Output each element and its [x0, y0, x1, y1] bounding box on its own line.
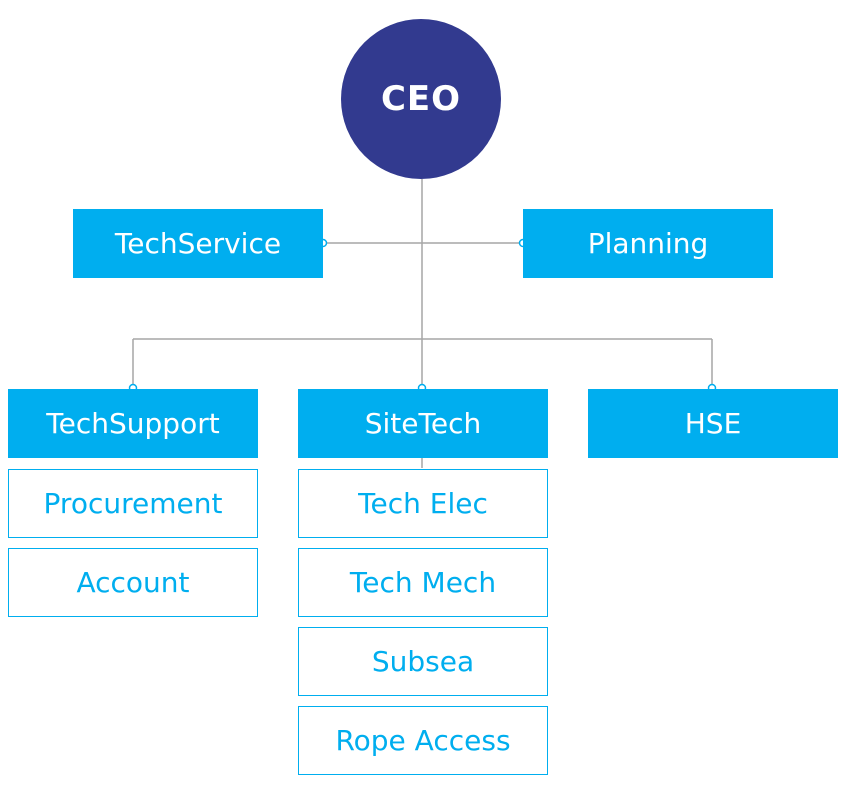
tech-elec-node: Tech Elec [298, 469, 548, 538]
planning-label: Planning [587, 227, 709, 260]
rope-access-label: Rope Access [335, 724, 511, 757]
tech-mech-label: Tech Mech [349, 566, 497, 599]
ceo-node: CEO [341, 19, 501, 179]
hse-node: HSE [588, 389, 838, 458]
sitetech-label: SiteTech [364, 407, 482, 440]
techsupport-node: TechSupport [8, 389, 258, 458]
tech-mech-node: Tech Mech [298, 548, 548, 617]
ceo-label: CEO [380, 79, 462, 119]
account-label: Account [76, 566, 190, 599]
techservice-label: TechService [114, 227, 282, 260]
procurement-node: Procurement [8, 469, 258, 538]
techsupport-label: TechSupport [46, 407, 220, 440]
tech-elec-label: Tech Elec [358, 487, 488, 520]
account-node: Account [8, 548, 258, 617]
sitetech-node: SiteTech [298, 389, 548, 458]
planning-node: Planning [523, 209, 773, 278]
subsea-node: Subsea [298, 627, 548, 696]
subsea-label: Subsea [371, 645, 475, 678]
hse-label: HSE [684, 407, 742, 440]
rope-access-node: Rope Access [298, 706, 548, 775]
techservice-node: TechService [73, 209, 323, 278]
procurement-label: Procurement [43, 487, 223, 520]
